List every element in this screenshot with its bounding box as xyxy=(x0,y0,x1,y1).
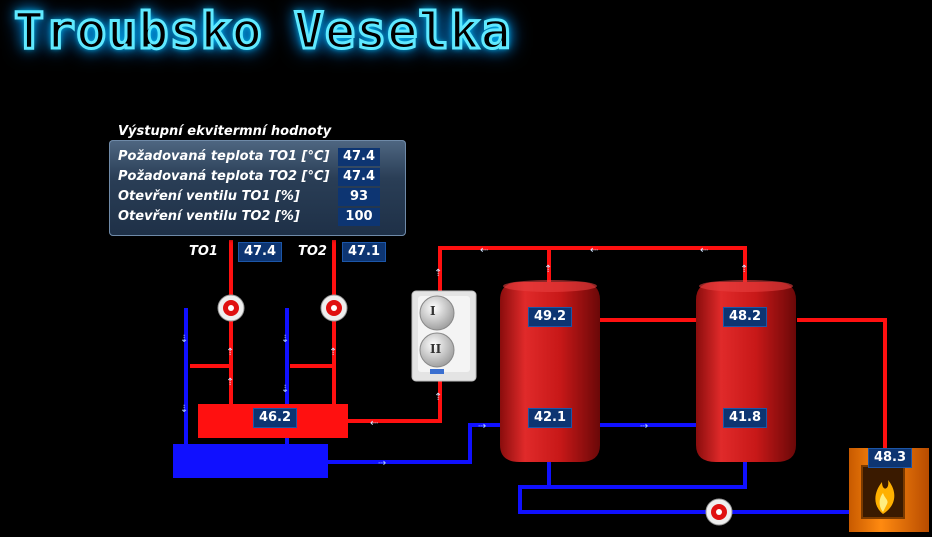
row-label-valve-to1: Otevření ventilu TO1 [%] xyxy=(118,189,300,204)
svg-text:⇣: ⇣ xyxy=(180,334,188,345)
tank1-top-value: 49.2 xyxy=(528,307,572,327)
svg-text:⇡: ⇡ xyxy=(329,347,337,358)
svg-text:⇣: ⇣ xyxy=(281,384,289,395)
svg-text:⇠: ⇠ xyxy=(480,245,489,256)
boiler-stage-1: I xyxy=(430,304,436,318)
boiler-stage-2: II xyxy=(430,342,442,356)
to2-value: 47.1 xyxy=(342,242,386,262)
to1-label: TO1 xyxy=(189,244,218,259)
hot-pipes xyxy=(190,240,887,450)
tank2-top-value: 48.2 xyxy=(723,307,767,327)
svg-text:⇣: ⇣ xyxy=(180,404,188,415)
equitherm-panel: Požadovaná teplota TO1 [°C] 47.4 Požadov… xyxy=(109,140,406,236)
svg-text:⇢: ⇢ xyxy=(378,458,386,469)
row-label-valve-to2: Otevření ventilu TO2 [%] xyxy=(118,209,300,224)
svg-text:⇡: ⇡ xyxy=(544,264,552,275)
tank2-bottom-value: 41.8 xyxy=(723,408,767,428)
to1-value: 47.4 xyxy=(238,242,282,262)
storage-tank-2[interactable] xyxy=(696,280,796,462)
svg-text:⇡: ⇡ xyxy=(434,392,442,403)
svg-text:⇡: ⇡ xyxy=(434,268,442,279)
svg-text:⇢: ⇢ xyxy=(640,421,648,432)
svg-text:⇣: ⇣ xyxy=(281,334,289,345)
svg-text:⇢: ⇢ xyxy=(478,421,486,432)
pump-to1-icon[interactable] xyxy=(217,294,245,322)
storage-tank-1[interactable] xyxy=(500,280,600,462)
svg-text:⇡: ⇡ xyxy=(226,347,234,358)
cold-manifold xyxy=(173,444,328,478)
svg-text:⇠: ⇠ xyxy=(370,418,379,429)
row-value-setpoint-to1: 47.4 xyxy=(338,148,380,166)
row-value-valve-to1: 93 xyxy=(338,188,380,206)
page-title: Troubsko Veselka xyxy=(13,1,513,62)
row-label-setpoint-to1: Požadovaná teplota TO1 [°C] xyxy=(118,149,330,164)
pump-to2-icon[interactable] xyxy=(320,294,348,322)
boiler-icon[interactable] xyxy=(411,290,477,382)
svg-text:⇠: ⇠ xyxy=(590,245,599,256)
flow-arrows: ⇠ ⇠ ⇠ ⇠ ⇢ ⇢ ⇢ ⇣ ⇣ ⇣ ⇣ ⇡ ⇡ ⇡ ⇡ ⇡ ⇡ ⇡ xyxy=(180,245,748,469)
stove-value: 48.3 xyxy=(868,448,912,468)
row-label-setpoint-to2: Požadovaná teplota TO2 [°C] xyxy=(118,169,330,184)
manifold-value: 46.2 xyxy=(253,408,297,428)
to2-label: TO2 xyxy=(298,244,327,259)
row-value-valve-to2: 100 xyxy=(338,208,380,226)
svg-text:⇡: ⇡ xyxy=(226,377,234,388)
tank1-bottom-value: 42.1 xyxy=(528,408,572,428)
panel-title: Výstupní ekvitermní hodnoty xyxy=(118,124,332,139)
svg-text:⇡: ⇡ xyxy=(740,264,748,275)
svg-text:⇠: ⇠ xyxy=(700,245,709,256)
row-value-setpoint-to2: 47.4 xyxy=(338,168,380,186)
pump-stove-icon[interactable] xyxy=(705,498,733,526)
